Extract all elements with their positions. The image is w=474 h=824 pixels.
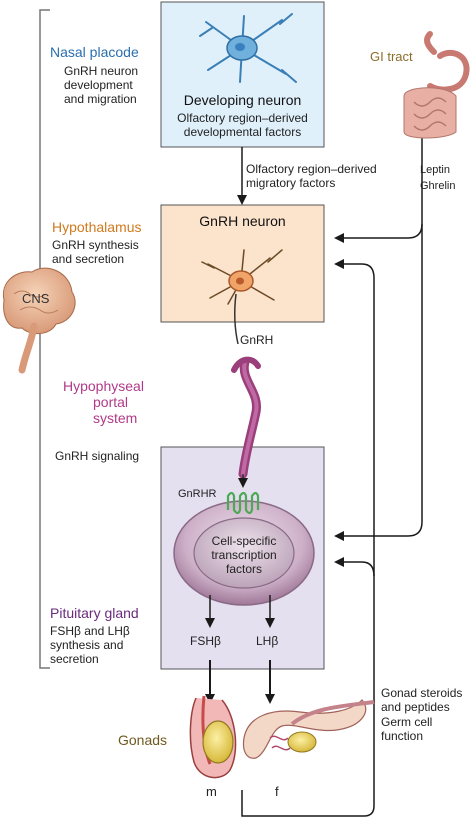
gi-signal-line — [334, 130, 423, 243]
cell-nucleus — [193, 517, 295, 589]
ghrelin-label: Ghrelin — [420, 180, 456, 192]
gonads-title: Gonads — [118, 732, 168, 748]
feedback-line-3: Germ cell — [381, 715, 433, 729]
hypothalamus-desc-1: GnRH synthesis — [52, 238, 139, 252]
transcription-factors-3: factors — [225, 562, 262, 576]
feedback-line-2: and peptides — [381, 700, 450, 714]
feedback-line-4: function — [381, 729, 424, 743]
hypothalamus-desc-2: and secretion — [52, 252, 125, 266]
nasal-placode-desc-3: and migration — [64, 92, 137, 106]
developing-neuron-sub-1: Olfactory region–derived — [177, 111, 308, 125]
gnrhr-receptor-icon — [226, 491, 260, 515]
female-label: f — [275, 784, 279, 799]
developing-neuron-sub-2: developmental factors — [183, 125, 302, 139]
cns-label: CNS — [22, 291, 50, 306]
migratory-factors-2: migratory factors — [246, 176, 336, 190]
transcription-factors-2: transcription — [211, 548, 277, 562]
gnrhr-label: GnRHR — [178, 488, 217, 500]
gnrh-neuron-icon — [201, 249, 283, 305]
gnrh-signaling-label: GnRH signaling — [55, 449, 140, 463]
feedback-line-1: Gonad steroids — [381, 686, 463, 700]
fsh-beta-label: FSHβ — [190, 634, 221, 648]
nasal-placode-title: Nasal placode — [50, 44, 139, 60]
gi-tract-title: GI tract — [370, 49, 413, 64]
male-gonad-icon — [189, 695, 237, 779]
pituitary-title: Pituitary gland — [50, 605, 139, 621]
pituitary-desc-3: secretion — [50, 652, 99, 666]
feedback-loop-line — [241, 557, 375, 817]
portal-system-3: system — [93, 410, 138, 426]
brain-icon — [2, 267, 76, 374]
hypothalamus-title: Hypothalamus — [52, 219, 142, 235]
pituitary-desc-2: synthesis and — [50, 638, 124, 652]
gnrh-axon — [233, 293, 239, 345]
cns-bracket — [39, 9, 50, 669]
pituitary-desc-1: FSHβ and LHβ — [50, 624, 130, 638]
gnrh-neuron-title: GnRH neuron — [199, 213, 286, 229]
portal-system-1: Hypophyseal — [63, 378, 144, 394]
leptin-label: Leptin — [420, 164, 450, 176]
nasal-placode-desc-1: GnRH neuron — [64, 64, 139, 78]
lh-beta-label: LHβ — [256, 634, 279, 648]
developing-neuron-title: Developing neuron — [183, 92, 302, 108]
migratory-factors-1: Olfactory region–derived — [246, 162, 377, 176]
gnrh-label: GnRH — [240, 333, 274, 347]
portal-system-2: portal — [93, 394, 129, 410]
developing-neuron-icon — [199, 13, 297, 83]
transcription-factors-1: Cell-specific — [211, 534, 277, 548]
male-label: m — [206, 784, 217, 799]
nasal-placode-desc-2: development — [64, 78, 133, 92]
female-gonad-icon — [242, 699, 375, 759]
digestive-tract-icon — [403, 31, 470, 139]
